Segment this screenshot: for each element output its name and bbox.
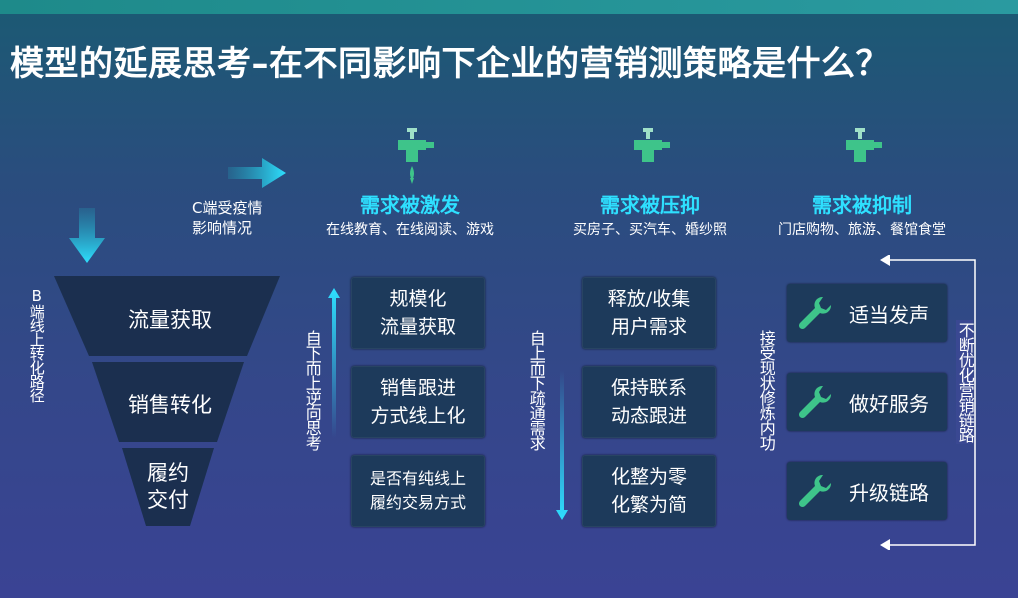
column-subtitle-stimulated: 在线教育、在线阅读、游戏 [326, 222, 494, 238]
action-box: 升级链路 [787, 462, 947, 520]
strategy-box: 释放/收集 用户需求 [582, 277, 716, 349]
action-label: 升级链路 [849, 480, 929, 505]
column-title-suppressed: 需求被压抑 [600, 193, 700, 217]
strategy-box: 销售跟进 方式线上化 [351, 366, 485, 438]
strategy-box: 是否有纯线上 履约交易方式 [351, 455, 485, 527]
column-side-label-stimulated: 自下而上逆向思考 [302, 330, 322, 450]
strategy-box: 化整为零 化繁为简 [582, 455, 716, 527]
faucet-icon [634, 128, 670, 162]
page-title: 模型的延展思考–在不同影响下企业的营销测策略是什么？ [10, 44, 890, 84]
wrench-icon [798, 474, 832, 508]
funnel-label-2: 销售转化 [128, 393, 212, 417]
action-label: 适当发声 [849, 302, 929, 327]
funnel-stage-1 [54, 276, 280, 356]
loop-bracket [880, 255, 976, 550]
funnel-stage-2 [92, 362, 244, 442]
wrench-icon [798, 296, 832, 330]
faucet-icon [846, 128, 882, 162]
funnel-diagram [54, 276, 280, 526]
column-title-inhibited: 需求被抑制 [812, 193, 912, 217]
arrow-down-line [556, 370, 568, 520]
column-subtitle-inhibited: 门店购物、旅游、餐馆食堂 [778, 222, 946, 238]
column-title-stimulated: 需求被激发 [360, 193, 460, 217]
faucet-icon [398, 128, 434, 184]
funnel-label-3: 履约 交付 [147, 461, 189, 513]
action-box: 适当发声 [787, 284, 947, 342]
funnel-label-1: 流量获取 [128, 308, 212, 332]
arrow-up-line [328, 288, 340, 438]
column-subtitle-suppressed: 买房子、买汽车、婚纱照 [573, 222, 727, 238]
action-label: 做好服务 [849, 391, 929, 416]
top-band [0, 0, 1018, 14]
arrow-right-icon [228, 158, 286, 188]
c-side-caption: C端受疫情 影响情况 [192, 199, 263, 238]
column-side-label-suppressed: 自上而下疏通需求 [526, 330, 546, 450]
action-box: 做好服务 [787, 373, 947, 431]
funnel-stage-3 [122, 448, 214, 526]
loop-label: 不断优化营销链路 [955, 320, 975, 444]
strategy-box: 规模化 流量获取 [351, 277, 485, 349]
column-side-label-inhibited: 接受现状修炼内功 [756, 330, 776, 450]
wrench-icon [798, 385, 832, 419]
b-side-caption: B端线上转化路径 [27, 287, 46, 402]
strategy-box: 保持联系 动态跟进 [582, 366, 716, 438]
arrow-down-icon [69, 208, 105, 263]
